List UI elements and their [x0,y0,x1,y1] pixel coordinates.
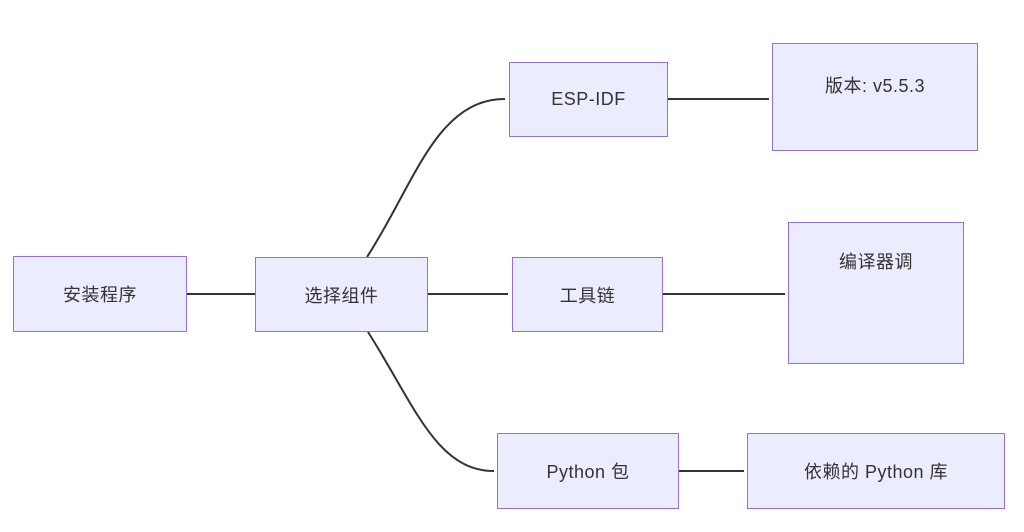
node-compiler: 编译器调 [788,222,964,364]
node-installer-label: 安装程序 [63,285,137,305]
node-toolchain-label: 工具链 [559,285,616,306]
node-esp-idf-version: 版本: v5.5.3 [772,43,978,151]
node-esp-idf-label: ESP-IDF [551,89,626,109]
node-select-components: 选择组件 [255,257,428,332]
node-esp-idf: ESP-IDF [509,62,668,137]
node-python-deps: 依赖的 Python 库 [747,433,1005,509]
node-python-packages-label: Python 包 [546,462,630,482]
node-toolchain: 工具链 [512,257,663,332]
node-compiler-label: 编译器调 [839,252,913,272]
node-esp-idf-version-label: 版本: v5.5.3 [824,76,926,96]
node-python-deps-label: 依赖的 Python 库 [803,462,949,482]
node-python-packages: Python 包 [497,433,679,509]
node-installer: 安装程序 [13,256,187,332]
node-select-components-label: 选择组件 [304,285,379,306]
edge-select-to-espidf [366,98,506,258]
edge-select-to-python [367,331,495,472]
